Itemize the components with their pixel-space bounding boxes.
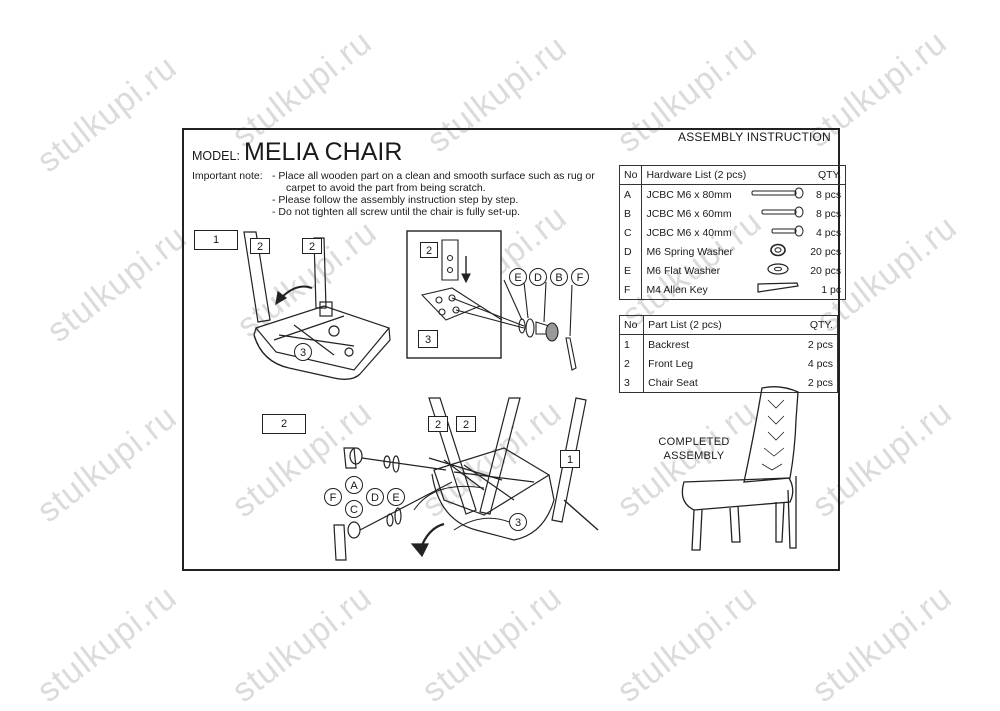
callout-label: 2: [428, 416, 448, 432]
callout-label: 2: [302, 238, 322, 254]
callout-label: F: [571, 268, 589, 286]
front-leg-drawing: [343, 447, 357, 469]
table-row: E M6 Flat Washer 20 pcs: [618, 261, 846, 280]
front-leg-drawing: [243, 231, 271, 323]
table-row: C JCBC M6 x 40mm 4 pcs: [618, 223, 846, 242]
callout-label: B: [550, 268, 568, 286]
watermark-text: stulkupi.ru: [805, 577, 960, 710]
col-no-header: No: [618, 165, 643, 185]
watermark-text: stulkupi.ru: [30, 397, 185, 530]
table-row: F M4 Allen Key 1 pc: [618, 280, 846, 300]
short-bolt-icon: [771, 225, 804, 237]
assembly-illustrations: [243, 230, 799, 561]
callout-label: D: [366, 488, 384, 506]
backrest-drawing: [551, 397, 587, 523]
table-row: 3 Chair Seat 2 pcs: [618, 373, 838, 393]
table-row: 2 Front Leg 4 pcs: [618, 354, 838, 373]
table-row: D M6 Spring Washer 20 pcs: [618, 242, 846, 261]
callout-label: E: [387, 488, 405, 506]
allen-key-icon: [757, 282, 800, 293]
note-line: - Please follow the assembly instruction…: [272, 194, 519, 206]
callout-label: 2: [420, 242, 438, 258]
col-name-header: Hardware List (2 pcs): [641, 165, 751, 185]
model-label: MODEL:: [192, 149, 240, 163]
watermark-text: stulkupi.ru: [225, 577, 380, 710]
table-header-row: No Part List (2 pcs) QTY.: [618, 315, 838, 335]
col-qty-header: QTY.: [806, 165, 846, 185]
important-note-label: Important note:: [192, 170, 263, 182]
instruction-sheet: ASSEMBLY INSTRUCTION MODEL: MELIA CHAIR …: [182, 128, 847, 571]
watermark-text: stulkupi.ru: [30, 47, 185, 180]
callout-label: D: [529, 268, 547, 286]
step-2-box: 2: [262, 414, 306, 434]
tufting-pattern: [761, 399, 785, 471]
callout-label: 3: [418, 330, 438, 348]
table-row: 1 Backrest 2 pcs: [618, 334, 838, 354]
long-bolt-icon: [751, 187, 804, 199]
detail-zoom-drawing: [420, 239, 577, 371]
medium-bolt-icon: [761, 206, 804, 218]
completed-chair-drawing: [681, 386, 799, 551]
watermark-text: stulkupi.ru: [610, 577, 765, 710]
front-leg-drawing: [479, 397, 521, 515]
callout-label: 1: [560, 450, 580, 468]
table-row: A JCBC M6 x 80mm 8 pcs: [618, 184, 846, 204]
important-notes: - Place all wooden part on a clean and s…: [272, 170, 595, 218]
note-line: - Do not tighten all screw until the cha…: [272, 206, 521, 218]
callout-label: E: [509, 268, 527, 286]
completed-assembly-label: COMPLETED ASSEMBLY: [658, 436, 730, 462]
note-line: - Place all wooden part on a clean and s…: [272, 170, 595, 182]
table-header-row: No Hardware List (2 pcs) QTY.: [618, 165, 846, 185]
step-2-illustration: [333, 397, 599, 561]
callout-label: 2: [250, 238, 270, 254]
flat-washer-icon: [767, 263, 789, 275]
hardware-list-table: No Hardware List (2 pcs) QTY. A JCBC M6 …: [618, 165, 847, 300]
front-leg-drawing: [428, 397, 477, 515]
step-1-illustration: [243, 231, 391, 381]
callout-label: C: [345, 500, 363, 518]
callout-label: 3: [294, 343, 312, 361]
callout-label: 2: [456, 416, 476, 432]
step-1-box: 1: [194, 230, 238, 250]
watermark-text: stulkupi.ru: [30, 577, 185, 710]
watermark-text: stulkupi.ru: [40, 217, 195, 350]
assembly-instruction-title: ASSEMBLY INSTRUCTION: [678, 130, 831, 144]
table-row: B JCBC M6 x 60mm 8 pcs: [618, 204, 846, 223]
spring-washer-icon: [770, 243, 787, 257]
part-list-table: No Part List (2 pcs) QTY. 1 Backrest 2 p…: [618, 315, 838, 393]
watermark-text: stulkupi.ru: [415, 577, 570, 710]
callout-label: 3: [509, 513, 527, 531]
note-line: carpet to avoid the part from being scra…: [286, 182, 486, 194]
front-leg-drawing: [333, 524, 347, 561]
callout-label: F: [324, 488, 342, 506]
model-name: MELIA CHAIR: [244, 138, 403, 166]
callout-label: A: [345, 476, 363, 494]
